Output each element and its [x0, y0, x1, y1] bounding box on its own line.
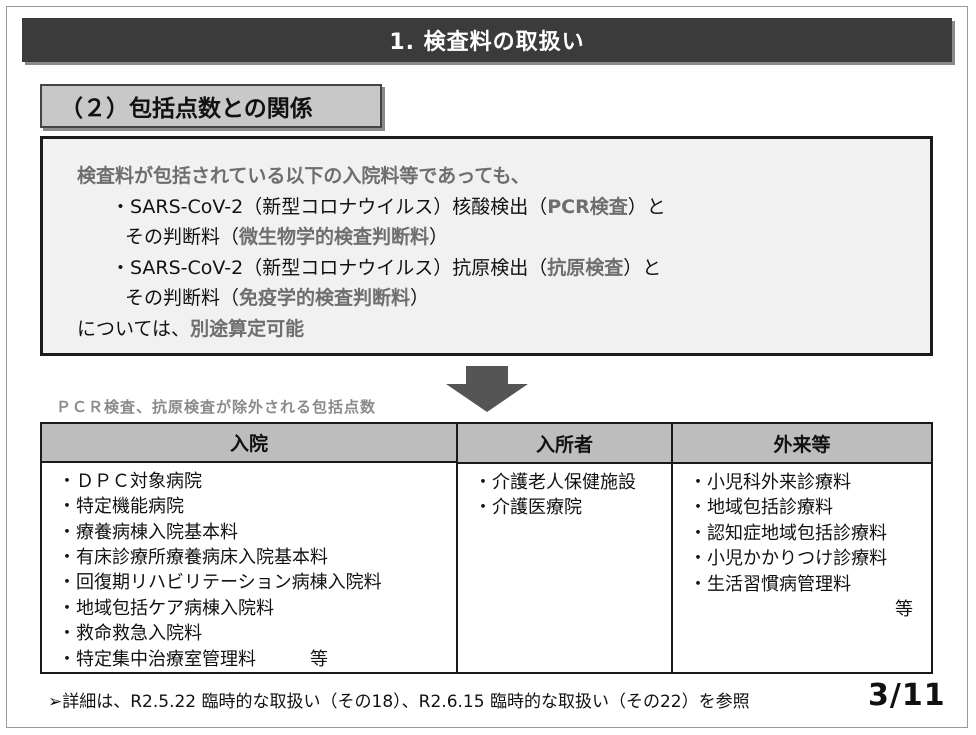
column-header-inpatient: 入院 [42, 424, 456, 463]
notice-line-pcr: ・SARS-CoV-2（新型コロナウイルス）核酸検出（PCR検査）と [111, 195, 666, 218]
exclusion-table: 入院 ・ＤＰＣ対象病院 ・特定機能病院 ・療養病棟入院基本料 ・有床診療所療養病… [40, 422, 933, 674]
list-item: ・特定集中治療室管理料 等 [58, 648, 328, 670]
notice-box: 検査料が包括されている以下の入院料等であっても、 ・SARS-CoV-2（新型コ… [40, 136, 933, 356]
column-header-outpatient: 外来等 [673, 424, 931, 464]
list-item: ・特定機能病院 [58, 496, 184, 518]
notice-line-antigen-judgment: その判断料（免疫学的検査判断料） [125, 287, 430, 309]
pcr-test-highlight: PCR検査 [547, 195, 628, 218]
list-item: ・回復期リハビリテーション病棟入院料 [58, 572, 382, 594]
column-outpatient: 外来等 ・小児科外来診療料 ・地域包括診療料 ・認知症地域包括診療料 ・小児かか… [673, 424, 931, 672]
notice-line-pcr-judgment: その判断料（微生物学的検査判断料） [125, 226, 449, 248]
immunology-judgment-highlight: 免疫学的検査判断料 [239, 287, 411, 309]
list-item: ・療養病棟入院基本料 [58, 521, 238, 543]
list-item: ・生活習慣病管理料 [689, 573, 851, 595]
column-inpatient: 入院 ・ＤＰＣ対象病院 ・特定機能病院 ・療養病棟入院基本料 ・有床診療所療養病… [42, 424, 458, 672]
list-item: ・地域包括ケア病棟入院料 [58, 597, 274, 619]
list-item: ・地域包括診療料 [689, 497, 833, 519]
antigen-test-highlight: 抗原検査 [547, 256, 624, 279]
column-header-residents: 入所者 [458, 424, 671, 464]
list-item: ・介護老人保健施設 [474, 472, 636, 493]
down-arrow-icon [446, 366, 528, 412]
microbiology-judgment-highlight: 微生物学的検査判断料 [239, 226, 430, 248]
list-item: ・救命救急入院料 [58, 623, 202, 645]
list-item: ・小児科外来診療料 [689, 472, 851, 493]
list-item: ・有床診療所療養病床入院基本料 [58, 546, 328, 568]
section-title: （２）包括点数との関係 [60, 96, 313, 122]
list-item: ・介護医療院 [474, 497, 582, 519]
page-frame [6, 6, 968, 728]
list-item: ・認知症地域包括診療料 [689, 522, 887, 544]
slide-title-bar: 1. 検査料の取扱い [22, 18, 952, 62]
section-label: （２）包括点数との関係 [40, 84, 382, 128]
notice-line-intro: 検査料が包括されている以下の入院料等であっても、 [77, 165, 530, 187]
table-caption: ＰＣＲ検査、抗原検査が除外される包括点数 [56, 398, 377, 416]
list-item: ・小児かかりつけ診療料 [689, 548, 888, 570]
column-body-residents: ・介護老人保健施設 ・介護医療院 [458, 464, 671, 521]
notice-line-antigen: ・SARS-CoV-2（新型コロナウイルス）抗原検出（抗原検査）と [111, 256, 662, 279]
footer-note: ➢詳細は、R2.5.22 臨時的な取扱い（その18）、R2.6.15 臨時的な取… [48, 692, 750, 712]
page-number: 3/11 [868, 678, 946, 713]
column-body-inpatient: ・ＤＰＣ対象病院 ・特定機能病院 ・療養病棟入院基本料 ・有床診療所療養病床入院… [42, 463, 456, 672]
list-item-tail: 等 [895, 599, 913, 621]
slide-title: 1. 検査料の取扱い [389, 30, 585, 55]
notice-line-conclusion: については、別途算定可能 [77, 317, 305, 340]
list-item: ・ＤＰＣ対象病院 [58, 470, 202, 492]
separate-calculation-highlight: 別途算定可能 [190, 317, 305, 340]
column-residents: 入所者 ・介護老人保健施設 ・介護医療院 [458, 424, 673, 672]
column-body-outpatient: ・小児科外来診療料 ・地域包括診療料 ・認知症地域包括診療料 ・小児かかりつけ診… [673, 464, 931, 622]
